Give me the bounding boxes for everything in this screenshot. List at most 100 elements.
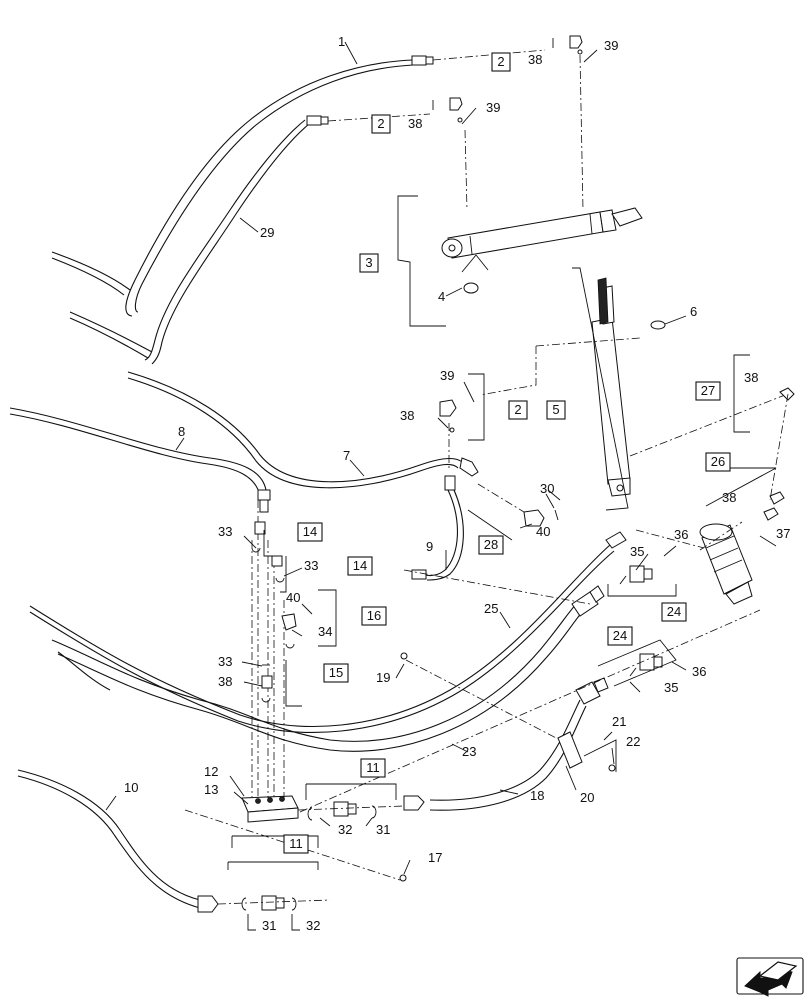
callout-c9: 9 xyxy=(426,539,433,554)
callout-frame xyxy=(661,602,687,622)
callout-frame xyxy=(491,52,511,72)
hose-9 xyxy=(411,475,464,581)
callout-c40b: 40 xyxy=(286,590,300,605)
callout-number: 38 xyxy=(722,490,736,505)
callout-frame xyxy=(323,663,349,683)
callout-number: 34 xyxy=(318,624,332,639)
callout-c8: 8 xyxy=(178,424,185,439)
callout-c39a: 39 xyxy=(604,38,618,53)
callout-c33b: 33 xyxy=(304,558,318,573)
callout-number: 2 xyxy=(377,116,384,131)
callout-c22: 22 xyxy=(626,734,640,749)
callout-c37: 37 xyxy=(776,526,790,541)
callout-frame xyxy=(371,114,391,134)
callout-c31a: 31 xyxy=(376,822,390,837)
callout-number: 14 xyxy=(353,558,367,573)
callout-number: 20 xyxy=(580,790,594,805)
callout-number: 27 xyxy=(701,383,715,398)
callout-number: 36 xyxy=(692,664,706,679)
fitting-14a xyxy=(254,521,266,535)
callout-box-c11b: 11 xyxy=(283,834,309,854)
callout-number: 3 xyxy=(365,255,372,270)
callout-box-c27: 27 xyxy=(695,381,721,401)
hose-7 xyxy=(127,371,479,489)
callout-c10: 10 xyxy=(124,780,138,795)
callout-c1: 1 xyxy=(338,34,345,49)
callout-box-c11a: 11 xyxy=(360,758,386,778)
coupler-11a xyxy=(297,801,405,821)
filter-assembly-37 xyxy=(699,523,753,605)
callout-c25: 25 xyxy=(484,601,498,616)
callout-box-c14a: 14 xyxy=(297,522,323,542)
callout-number: 5 xyxy=(552,402,559,417)
callout-box-c26: 26 xyxy=(705,452,731,472)
callout-number: 31 xyxy=(262,918,276,933)
callout-c38d: 38 xyxy=(744,370,758,385)
callout-frame xyxy=(361,606,387,626)
callout-number: 32 xyxy=(338,822,352,837)
callout-number: 9 xyxy=(426,539,433,554)
callout-frame xyxy=(695,381,721,401)
callout-c35a: 35 xyxy=(630,544,644,559)
callout-number: 38 xyxy=(400,408,414,423)
callout-box-c2c: 2 xyxy=(508,400,528,420)
callout-number: 24 xyxy=(667,604,681,619)
callout-number: 22 xyxy=(626,734,640,749)
callout-number: 37 xyxy=(776,526,790,541)
callout-box-c16: 16 xyxy=(361,606,387,626)
callout-frame xyxy=(478,535,504,555)
callout-c6: 6 xyxy=(690,304,697,319)
elbow-fitting-top-mid xyxy=(449,97,463,123)
coupler-11b xyxy=(217,895,331,911)
callout-number: 4 xyxy=(438,289,445,304)
frame-rail-left-lower xyxy=(69,311,153,353)
callout-frame xyxy=(347,556,373,576)
callout-box-c5: 5 xyxy=(546,400,566,420)
callout-number: 38 xyxy=(408,116,422,131)
callout-number: 26 xyxy=(711,454,725,469)
callout-number: 15 xyxy=(329,665,343,680)
callout-number: 29 xyxy=(260,225,274,240)
elbow-fitting-40 xyxy=(523,509,545,527)
callout-box-c24a: 24 xyxy=(661,602,687,622)
callout-number: 35 xyxy=(630,544,644,559)
callout-number: 11 xyxy=(289,836,303,851)
hose-23 xyxy=(51,585,605,752)
callout-c32b: 32 xyxy=(306,918,320,933)
callout-box-c2a: 2 xyxy=(491,52,511,72)
callout-number: 38 xyxy=(218,674,232,689)
callout-number: 13 xyxy=(204,782,218,797)
callout-number: 30 xyxy=(540,481,554,496)
callout-number: 28 xyxy=(484,537,498,552)
next-page-arrow-icon[interactable] xyxy=(736,957,804,997)
fitting-37 xyxy=(763,507,779,521)
callout-c33a: 33 xyxy=(218,524,232,539)
callout-c18: 18 xyxy=(530,788,544,803)
callout-number: 19 xyxy=(376,670,390,685)
quick-coupler-24b xyxy=(629,653,663,677)
callout-number: 11 xyxy=(366,760,380,775)
hose-29 xyxy=(144,115,329,365)
callout-number: 24 xyxy=(613,628,627,643)
leader-lines xyxy=(105,41,777,931)
callout-frame xyxy=(508,400,528,420)
o-ring-4 xyxy=(463,282,479,294)
callout-c36b: 36 xyxy=(692,664,706,679)
callout-frame xyxy=(359,253,379,273)
callout-number: 38 xyxy=(744,370,758,385)
callout-box-c2b: 2 xyxy=(371,114,391,134)
callout-c32a: 32 xyxy=(338,822,352,837)
hose-10 xyxy=(17,769,219,913)
callout-box-c24b: 24 xyxy=(607,626,633,646)
callout-number: 12 xyxy=(204,764,218,779)
callout-number: 38 xyxy=(528,52,542,67)
callout-c33c: 33 xyxy=(218,654,232,669)
callout-frame xyxy=(283,834,309,854)
callout-box-c28: 28 xyxy=(478,535,504,555)
seal-6 xyxy=(650,320,666,330)
callout-c34: 34 xyxy=(318,624,332,639)
callout-c29: 29 xyxy=(260,225,274,240)
callout-c4: 4 xyxy=(438,289,445,304)
callout-c30: 30 xyxy=(540,481,554,496)
